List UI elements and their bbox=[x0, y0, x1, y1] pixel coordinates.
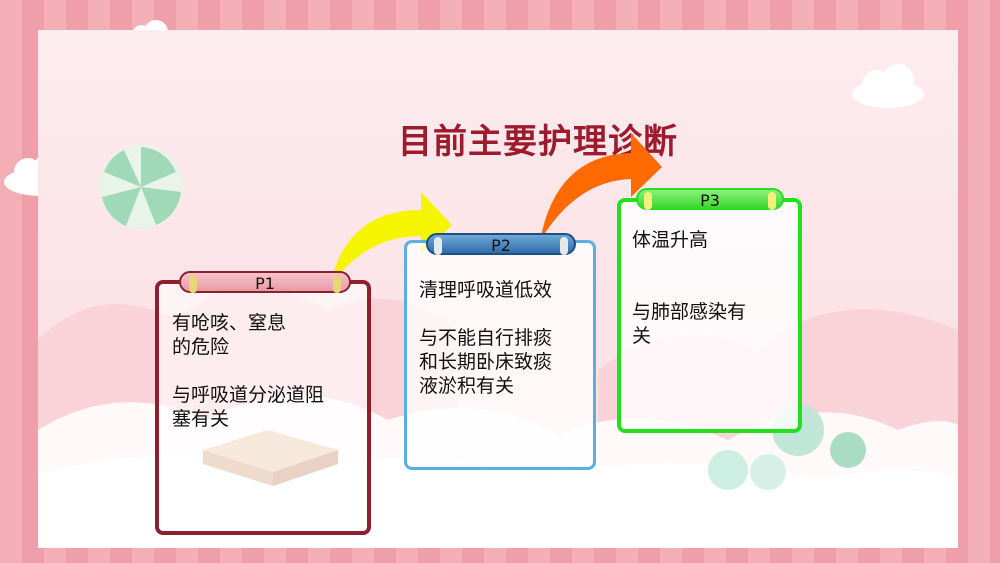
lollipop-icon bbox=[99, 145, 183, 229]
card-tab-label: P3 bbox=[700, 191, 720, 210]
card-tab-p3: P3 bbox=[636, 188, 784, 210]
cloud-icon bbox=[852, 64, 924, 108]
content-panel: 目前主要护理诊断 P1 有呛咳、窒息 的危险 与呼吸道分泌道阻 塞有关 P2 清… bbox=[38, 30, 958, 548]
card-tab-label: P1 bbox=[255, 274, 275, 293]
orange-arrow-icon bbox=[540, 133, 662, 241]
card-tab-p2: P2 bbox=[426, 233, 576, 255]
card-text-p1: 有呛咳、窒息 的危险 与呼吸道分泌道阻 塞有关 bbox=[172, 312, 325, 430]
card-text-p3: 体温升高 与肺部感染有 关 bbox=[632, 229, 747, 347]
card-tab-p1: P1 bbox=[179, 271, 351, 293]
card-tab-label: P2 bbox=[491, 236, 511, 255]
yellow-arrow-icon bbox=[330, 192, 452, 286]
card-text-p2: 清理呼吸道低效 与不能自行排痰 和长期卧床致痰 液淤积有关 bbox=[419, 279, 553, 397]
diagnosis-card-p3 bbox=[617, 198, 802, 433]
diagnosis-card-p2 bbox=[404, 240, 596, 470]
